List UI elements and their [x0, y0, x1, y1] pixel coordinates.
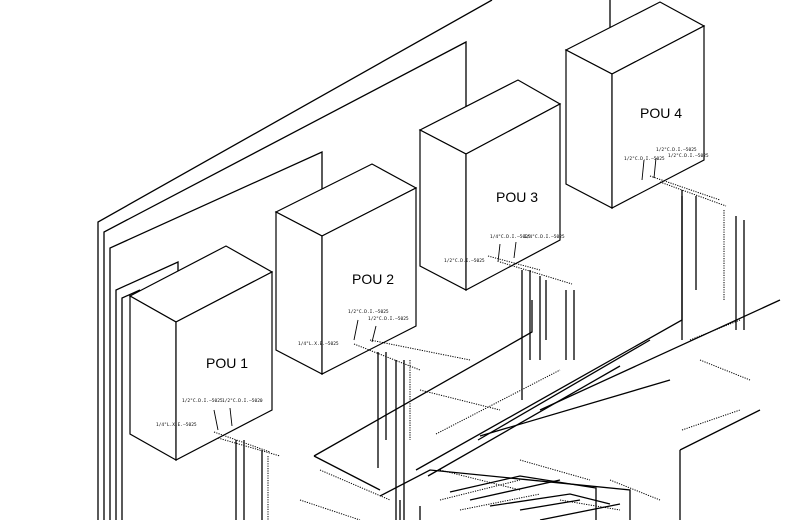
pou1-branch-piping [213, 407, 281, 520]
pou4-tag-3: 1/2"C.D.I.—5025 [624, 156, 665, 162]
pou1-label: POU 1 [206, 355, 248, 371]
pou3-unit[interactable]: POU 3 1/4"C.D.I.—5025 1/4"C.D.I.—5025 1/… [418, 79, 565, 291]
lower-manifold [299, 469, 661, 520]
pou3-label: POU 3 [496, 189, 538, 205]
pou2-tag-3: 1/4"L.X.E.—5025 [298, 341, 339, 347]
pou2-label: POU 2 [352, 271, 394, 287]
pou3-tag-3: 1/2"C.D.I.—5025 [444, 258, 485, 264]
pou4-tag-1: 1/2"C.D.I.—5025 [656, 147, 697, 153]
pou4-unit[interactable]: POU 4 1/2"C.D.I.—5025 1/2"C.D.I.—5025 1/… [564, 1, 709, 209]
pou1-tag-1: 1/2"C.D.I.—5025 [182, 398, 223, 404]
pou4-tag-2: 1/2"C.D.I.—5025 [668, 153, 709, 159]
pou2-unit[interactable]: POU 2 1/2"C.D.I.—5025 1/2"C.D.I.—5025 1/… [274, 163, 418, 375]
pou1-tag-2: 1/2"C.D.I.—5020 [222, 398, 263, 404]
pou1-unit[interactable]: POU 1 1/2"C.D.I.—5025 1/2"C.D.I.—5020 1/… [128, 245, 274, 462]
pou4-branch-piping [479, 157, 781, 520]
main-supply-lines [97, 0, 611, 520]
pou2-branch-piping [313, 300, 533, 520]
pou3-tag-1: 1/4"C.D.I.—5025 [490, 234, 531, 240]
pou2-tag-1: 1/2"C.D.I.—5025 [348, 309, 389, 315]
pou2-tag-2: 1/2"C.D.I.—5025 [368, 316, 409, 322]
pou3-tag-2: 1/4"C.D.I.—5025 [524, 234, 565, 240]
pou1-tag-3: 1/4"L.X.E.—5025 [156, 422, 197, 428]
pou4-label: POU 4 [640, 105, 682, 121]
